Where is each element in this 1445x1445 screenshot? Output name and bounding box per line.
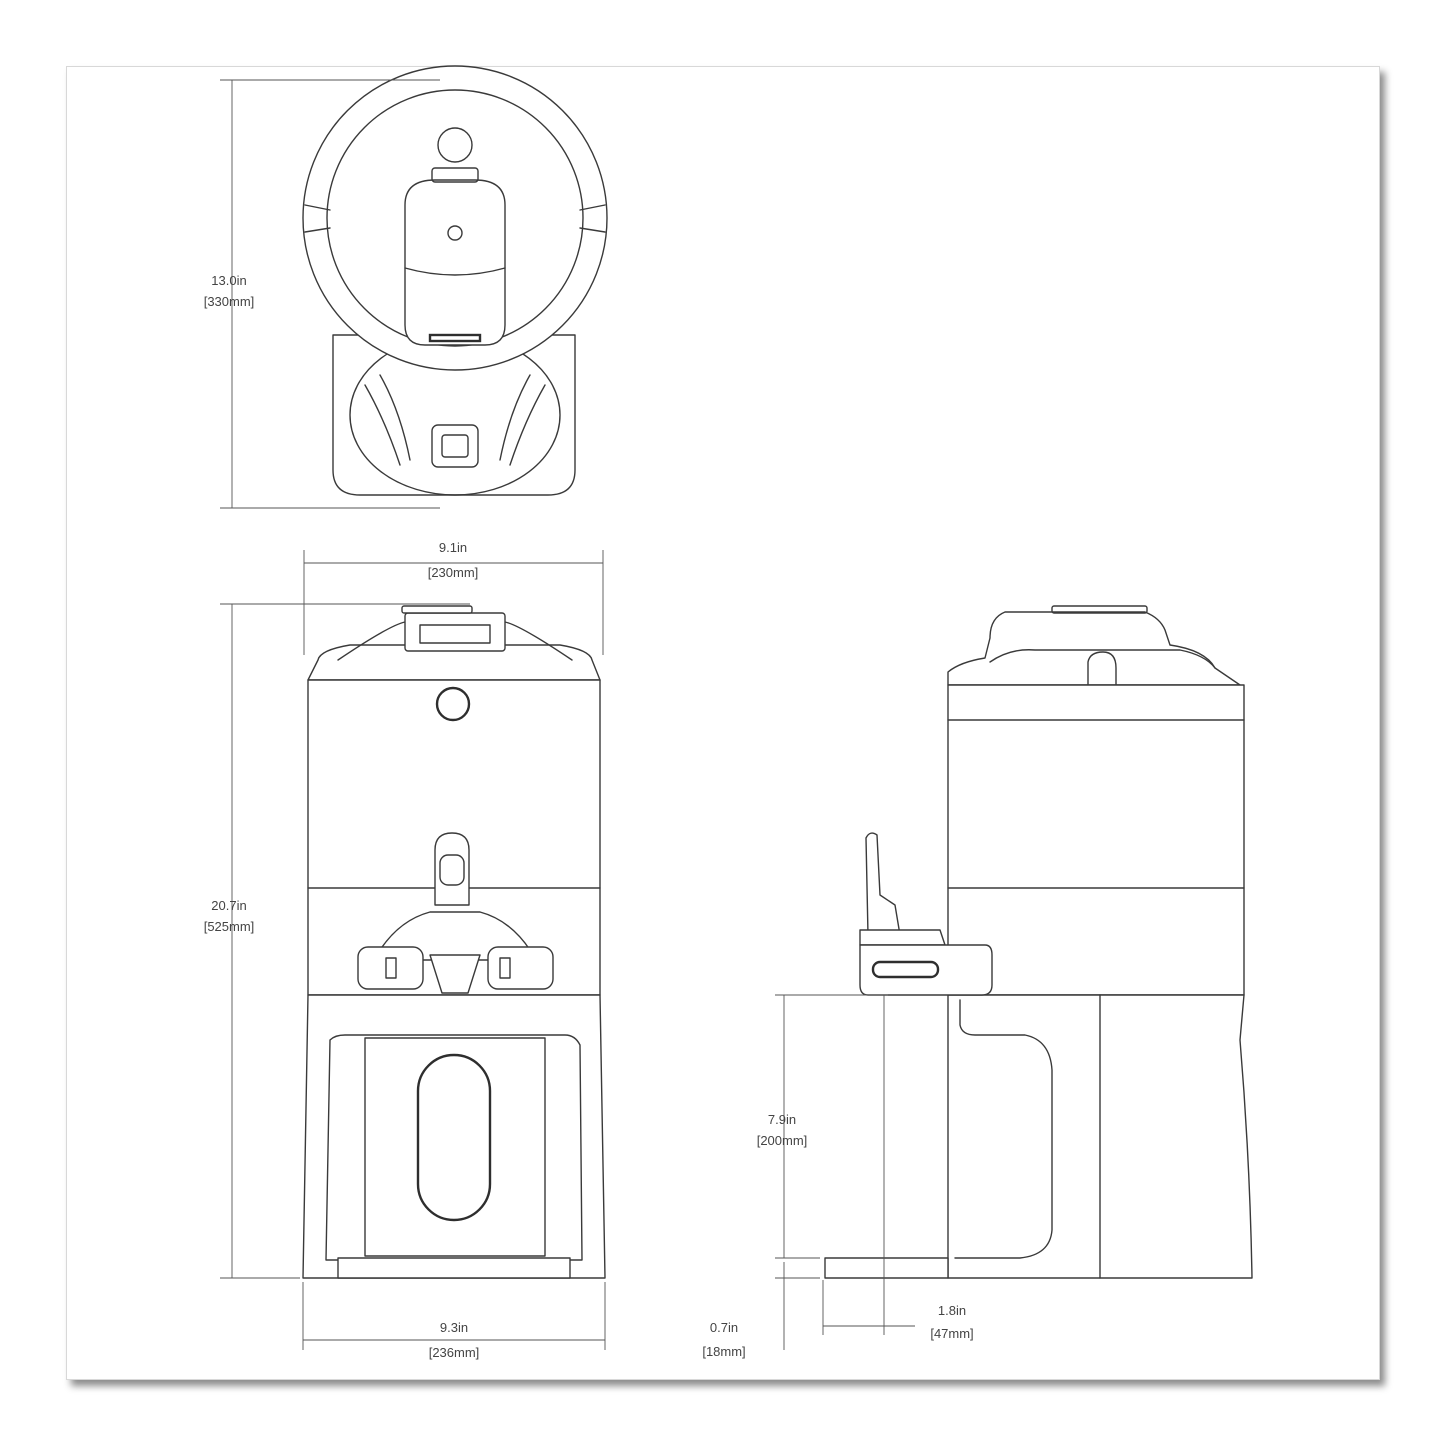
side-view-faucet-window bbox=[871, 960, 940, 979]
dim-top-height-imperial: 13.0in bbox=[211, 273, 246, 288]
top-view-vent-hole bbox=[437, 127, 473, 163]
top-view-base-outline bbox=[332, 334, 576, 496]
top-view-spout-block bbox=[431, 424, 479, 468]
dim-base-offset-metric: [18mm] bbox=[702, 1344, 745, 1359]
dim-width-top bbox=[303, 550, 604, 655]
front-view-right-bracket-slot bbox=[499, 957, 511, 979]
side-view-faucet-neck bbox=[859, 929, 946, 946]
front-view-left-bracket-slot bbox=[385, 957, 397, 979]
dim-width-base bbox=[302, 1282, 606, 1350]
dim-width-base-metric: [236mm] bbox=[429, 1345, 480, 1360]
front-view-sight-glass bbox=[435, 686, 471, 722]
dim-spout-reach-metric: [47mm] bbox=[930, 1326, 973, 1341]
front-view-stand-frame bbox=[325, 1034, 583, 1261]
dim-spout-reach bbox=[822, 995, 915, 1335]
dim-total-height bbox=[220, 603, 470, 1279]
top-view-base-ribs bbox=[364, 374, 546, 466]
front-view-faucet-handle bbox=[434, 832, 470, 906]
dim-width-top-metric: [230mm] bbox=[428, 565, 479, 580]
front-view-lid-cap bbox=[401, 605, 473, 614]
front-view-gauge-window bbox=[416, 1053, 492, 1222]
dim-base-offset-imperial: 0.7in bbox=[710, 1320, 738, 1335]
side-view bbox=[824, 605, 1253, 1279]
dim-total-height-metric: [525mm] bbox=[204, 919, 255, 934]
front-view-lid bbox=[307, 644, 601, 681]
front-view-foot bbox=[337, 1257, 571, 1279]
dim-base-offset bbox=[775, 1262, 820, 1350]
top-view-handle-knob bbox=[447, 225, 463, 241]
side-view-drip-tray bbox=[954, 999, 1053, 1259]
top-view-handle-notches bbox=[304, 204, 606, 233]
front-view-stand bbox=[302, 994, 606, 1279]
top-view-handle-line bbox=[404, 267, 506, 276]
top-view-spout-opening bbox=[441, 434, 469, 458]
side-view-lid bbox=[947, 611, 1241, 686]
top-view-handle-cap bbox=[431, 167, 479, 183]
side-view-lid-cap bbox=[1051, 605, 1148, 614]
top-view-handle-base bbox=[428, 333, 482, 343]
side-view-body bbox=[947, 684, 1245, 996]
side-view-faucet-body bbox=[859, 944, 993, 996]
top-view-inner-ring bbox=[326, 89, 584, 347]
side-view-lid-line bbox=[989, 649, 1216, 669]
side-view-faucet-handle bbox=[865, 832, 901, 936]
dim-total-height-imperial: 20.7in bbox=[211, 898, 246, 913]
front-view-spout bbox=[429, 954, 481, 994]
front-view-drip-panel bbox=[364, 1037, 546, 1257]
dim-faucet-clearance bbox=[775, 994, 888, 1259]
side-view-lid-latch bbox=[1087, 651, 1117, 686]
dim-faucet-clearance-metric: [200mm] bbox=[757, 1133, 808, 1148]
dim-width-top-imperial: 9.1in bbox=[439, 540, 467, 555]
side-view-foot bbox=[824, 1257, 949, 1279]
front-view bbox=[302, 605, 606, 1279]
dim-spout-reach-imperial: 1.8in bbox=[938, 1303, 966, 1318]
top-view bbox=[302, 65, 608, 496]
dim-width-base-imperial: 9.3in bbox=[440, 1320, 468, 1335]
dim-top-height-metric: [330mm] bbox=[204, 294, 255, 309]
dim-faucet-clearance-imperial: 7.9in bbox=[768, 1112, 796, 1127]
front-view-right-bracket bbox=[487, 946, 554, 990]
front-view-left-bracket bbox=[357, 946, 424, 990]
top-view-lid-handle bbox=[404, 179, 506, 346]
front-view-faucet-handle-grip bbox=[439, 854, 465, 886]
dim-top-height bbox=[220, 79, 440, 509]
front-view-lid-window bbox=[419, 624, 491, 644]
